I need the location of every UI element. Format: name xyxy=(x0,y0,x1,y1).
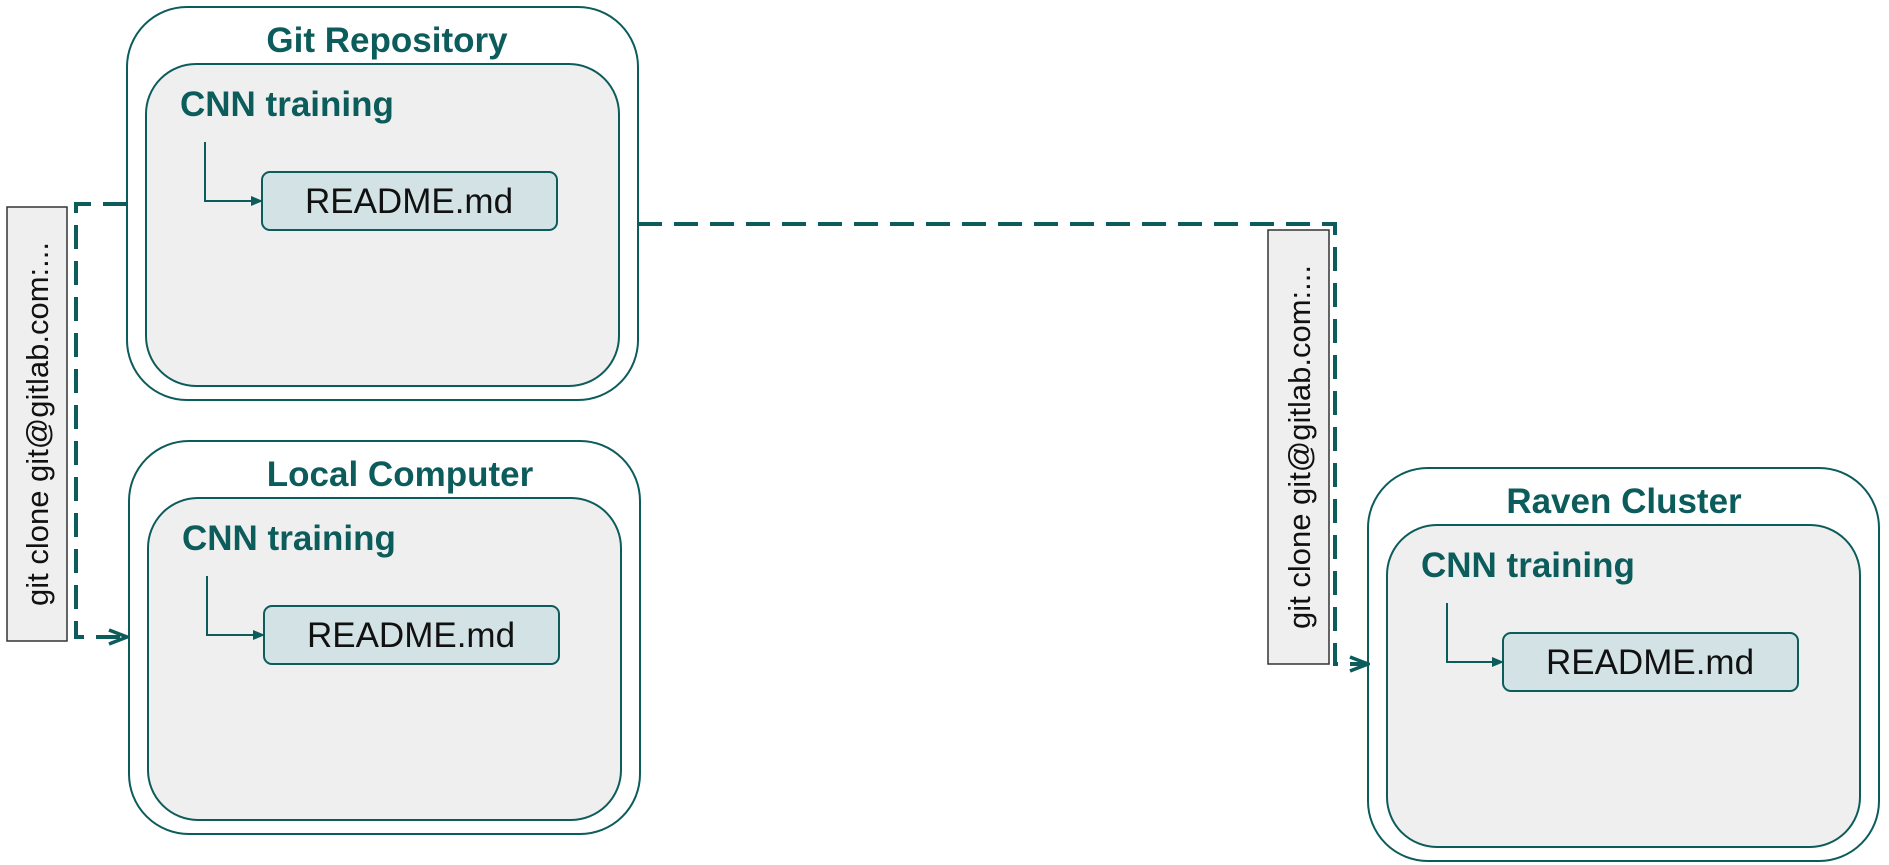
local-computer-node: Local Computer CNN training README.md xyxy=(128,440,641,835)
git-repository-file-box xyxy=(261,171,558,231)
raven-cluster-node: Raven Cluster CNN training README.md xyxy=(1367,467,1880,862)
clone-command-label-raven: git clone git@gitlab.com:... xyxy=(1282,265,1317,629)
git-repository-file-label: README.md xyxy=(305,182,513,221)
git-repository-tree-connector xyxy=(204,142,263,206)
clone-command-label-local: git clone git@gitlab.com:... xyxy=(20,242,55,606)
clone-arrow-local xyxy=(74,202,127,637)
edge-to-local: git clone git@gitlab.com:... xyxy=(6,202,127,642)
git-repository-folder-label: CNN training xyxy=(180,85,394,124)
raven-cluster-folder-label: CNN training xyxy=(1421,546,1635,585)
clone-command-box-local xyxy=(6,206,68,642)
raven-cluster-file-box xyxy=(1502,632,1799,692)
local-computer-file-label: README.md xyxy=(307,616,515,655)
clone-command-box-raven xyxy=(1267,229,1330,665)
edge-to-raven: git clone git@gitlab.com:... xyxy=(638,222,1368,665)
raven-cluster-tree-connector xyxy=(1446,603,1504,667)
local-computer-file-box xyxy=(263,605,560,665)
local-computer-title: Local Computer xyxy=(267,455,534,494)
git-repository-node: Git Repository CNN training README.md xyxy=(126,6,639,401)
local-computer-folder-label: CNN training xyxy=(182,519,396,558)
local-computer-tree-connector xyxy=(206,576,265,640)
raven-cluster-title: Raven Cluster xyxy=(1506,482,1742,521)
raven-cluster-file-label: README.md xyxy=(1546,643,1754,682)
git-repository-title: Git Repository xyxy=(266,21,508,60)
clone-arrow-raven xyxy=(638,222,1368,664)
